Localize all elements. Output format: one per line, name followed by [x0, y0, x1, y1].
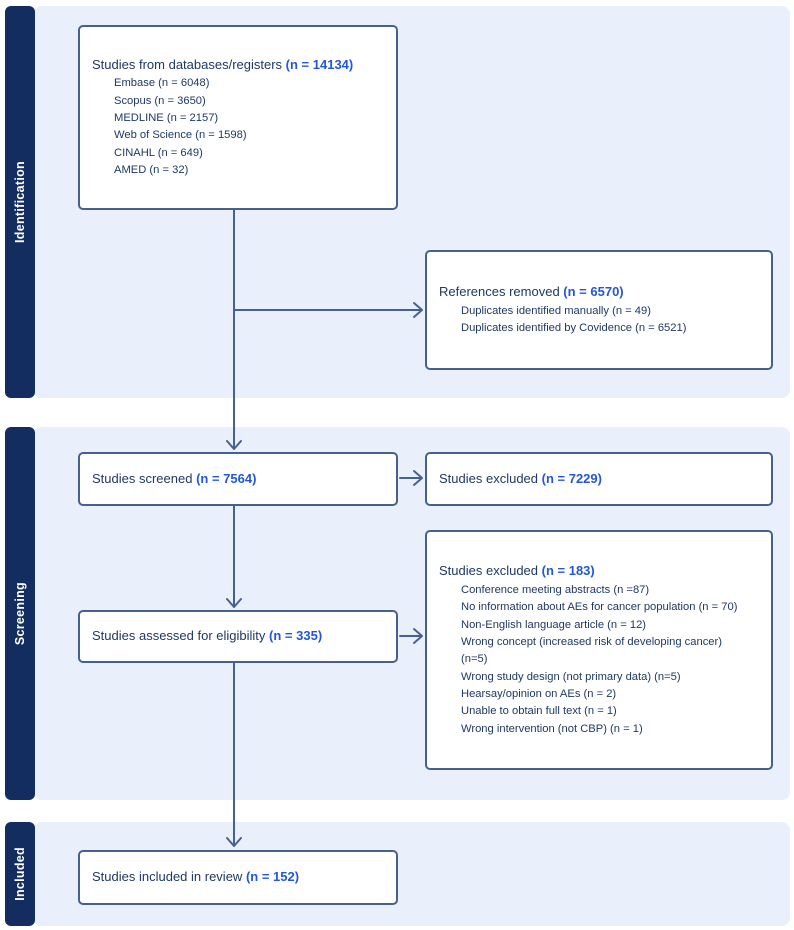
box-excluded-screening-title: Studies excluded (n = 7229)	[439, 470, 763, 489]
box-excluded-eligibility-items: Conference meeting abstracts (n =87) No …	[439, 582, 763, 738]
sidebar-tab-screening: Screening	[5, 427, 35, 800]
box-included-count: (n = 152)	[245, 869, 300, 885]
list-item: Embase (n = 6048)	[114, 77, 210, 90]
list-item: Conference meeting abstracts (n =87)	[461, 583, 650, 596]
box-databases-title: Studies from databases/registers (n = 14…	[92, 56, 388, 75]
list-item: Non-English language article (n = 12)	[461, 618, 647, 631]
list-item: Scopus (n = 3650)	[114, 94, 206, 107]
box-assessed-title: Studies assessed for eligibility (n = 33…	[92, 627, 388, 646]
box-included-title: Studies included in review (n = 152)	[92, 868, 388, 887]
sidebar-tab-identification: Identification	[5, 6, 35, 398]
box-databases: Studies from databases/registers (n = 14…	[78, 25, 398, 210]
box-databases-title-text: Studies from databases/registers	[92, 56, 283, 72]
list-item: AMED (n = 32)	[114, 164, 189, 177]
sidebar-label-identification: Identification	[13, 161, 27, 243]
box-assessed-title-text: Studies assessed for eligibility	[92, 628, 266, 644]
box-screened-title: Studies screened (n = 7564)	[92, 470, 388, 489]
box-assessed: Studies assessed for eligibility (n = 33…	[78, 610, 398, 663]
list-item: (n=5)	[461, 653, 488, 666]
list-item: Wrong concept (increased risk of develop…	[461, 635, 722, 648]
list-item: Unable to obtain full text (n = 1)	[461, 705, 617, 718]
sidebar-label-included: Included	[13, 847, 27, 901]
list-item: Duplicates identified by Covidence (n = …	[461, 321, 687, 334]
list-item: Wrong study design (not primary data) (n…	[461, 670, 681, 683]
box-screened-title-text: Studies screened	[92, 470, 193, 486]
box-databases-items: Embase (n = 6048) Scopus (n = 3650) MEDL…	[92, 75, 388, 179]
list-item: Wrong intervention (not CBP) (n = 1)	[461, 722, 643, 735]
list-item: Web of Science (n = 1598)	[114, 129, 247, 142]
box-references-removed-title-text: References removed	[439, 283, 560, 299]
list-item: No information about AEs for cancer popu…	[461, 601, 738, 614]
list-item: Duplicates identified manually (n = 49)	[461, 304, 651, 317]
box-references-removed-title: References removed (n = 6570)	[439, 283, 763, 302]
sidebar-label-screening: Screening	[13, 581, 27, 646]
box-assessed-count: (n = 335)	[269, 628, 323, 644]
box-excluded-screening-title-text: Studies excluded	[439, 470, 539, 486]
box-references-removed-items: Duplicates identified manually (n = 49) …	[439, 303, 763, 338]
sidebar-tab-included: Included	[5, 822, 35, 926]
box-included-title-text: Studies included in review	[92, 869, 243, 885]
list-item: Hearsay/opinion on AEs (n = 2)	[461, 687, 617, 700]
box-screened-count: (n = 7564)	[196, 470, 257, 486]
box-excluded-screening-count: (n = 7229)	[541, 470, 602, 486]
list-item: CINAHL (n = 649)	[114, 146, 203, 159]
box-references-removed: References removed (n = 6570) Duplicates…	[425, 250, 773, 370]
box-databases-count: (n = 14134)	[285, 56, 354, 72]
box-excluded-eligibility-count: (n = 183)	[541, 562, 595, 578]
box-excluded-eligibility-title: Studies excluded (n = 183)	[439, 562, 763, 581]
box-excluded-eligibility-title-text: Studies excluded	[439, 562, 539, 578]
box-screened: Studies screened (n = 7564)	[78, 452, 398, 506]
box-references-removed-count: (n = 6570)	[563, 283, 624, 299]
box-excluded-eligibility: Studies excluded (n = 183) Conference me…	[425, 530, 773, 770]
box-included: Studies included in review (n = 152)	[78, 850, 398, 905]
list-item: MEDLINE (n = 2157)	[114, 112, 219, 125]
box-excluded-screening: Studies excluded (n = 7229)	[425, 452, 773, 506]
